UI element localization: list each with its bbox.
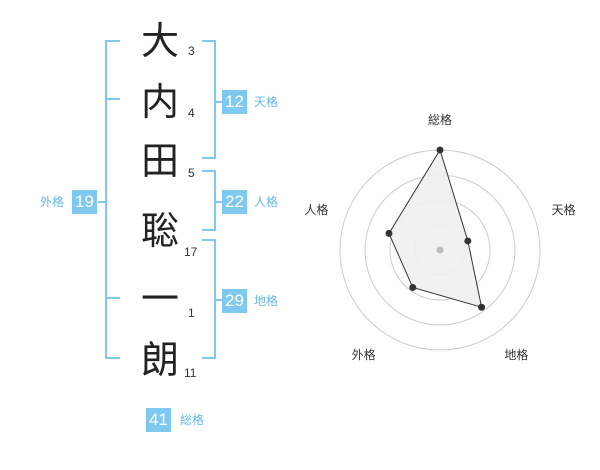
stroke-count: 4: [188, 106, 195, 120]
stroke-count: 17: [184, 245, 198, 259]
radar-center: [436, 246, 444, 254]
name-char: 内: [140, 80, 179, 124]
jinkaku-bracket: [202, 170, 216, 231]
tenkaku-value-badge: 12: [222, 90, 247, 114]
radar-axis-label: 総格: [428, 112, 452, 127]
radar-axis-label: 地格: [504, 347, 528, 362]
radar-point: [464, 237, 472, 245]
radar-polygon: [388, 148, 483, 308]
soukaku-value-badge: 41: [146, 408, 171, 432]
chikaku-label: 地格: [254, 294, 279, 308]
name-char: 大: [140, 19, 179, 63]
radar-point: [385, 229, 393, 237]
radar-point: [409, 283, 417, 291]
radar-axis-label: 人格: [304, 202, 328, 217]
soukaku-label: 総格: [180, 413, 205, 427]
radar-axis-label: 外格: [352, 347, 376, 362]
gaikaku-label: 外格: [40, 195, 65, 209]
stroke-count: 11: [184, 366, 197, 380]
name-char: 朗: [140, 338, 179, 382]
radar-point: [436, 146, 444, 154]
name-char: 田: [140, 139, 179, 183]
radar-point: [478, 303, 486, 311]
stroke-count: 1: [188, 306, 195, 320]
name-char: 一: [140, 277, 179, 321]
radar-axis-label: 天格: [552, 202, 576, 217]
gaikaku-value-badge: 19: [72, 190, 97, 214]
name-char: 聡: [140, 209, 179, 253]
stroke-count: 3: [188, 44, 195, 58]
chikaku-value-badge: 29: [222, 289, 247, 313]
jinkaku-label: 人格: [254, 195, 279, 209]
jinkaku-value-badge: 22: [222, 190, 247, 214]
tenkaku-bracket: [202, 40, 216, 159]
gaikaku-bracket: [105, 40, 120, 359]
tenkaku-label: 天格: [254, 95, 279, 109]
stroke-count: 5: [188, 166, 195, 180]
